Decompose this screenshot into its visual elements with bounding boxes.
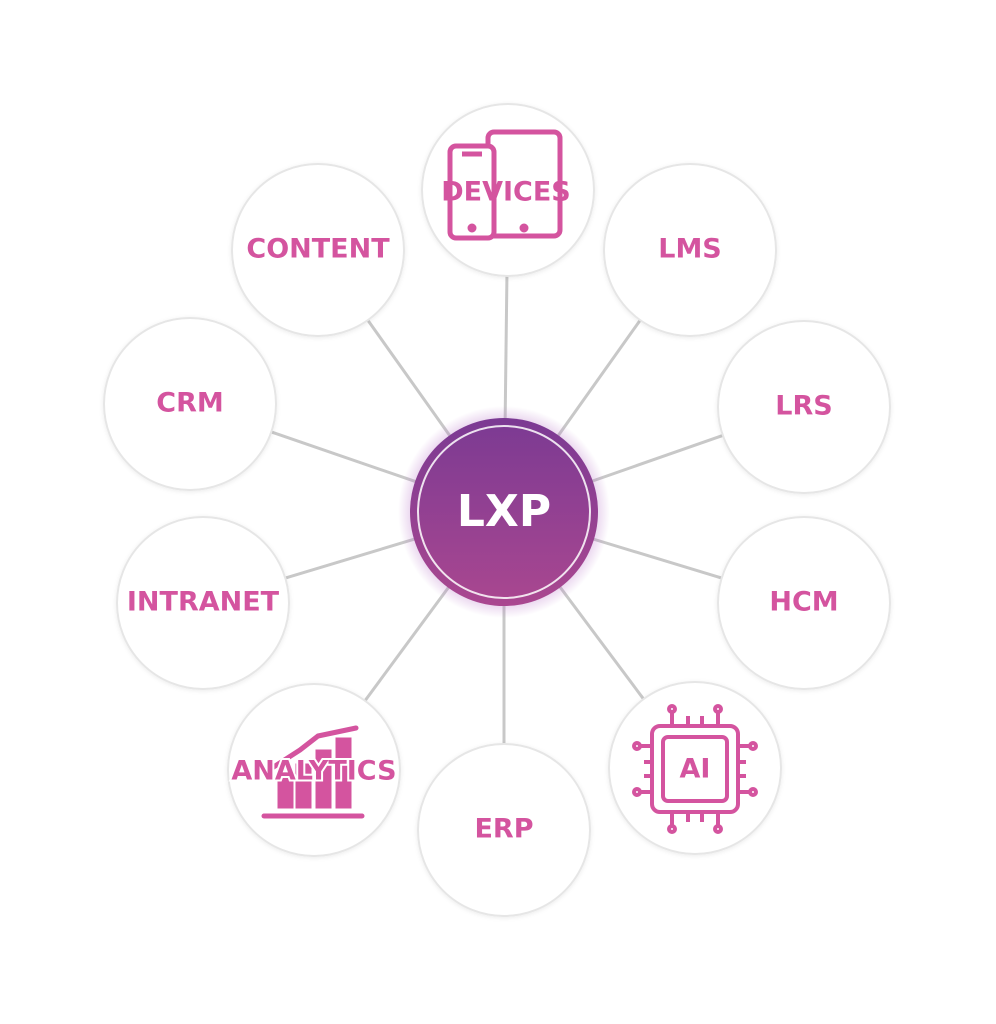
- connector-line: [588, 433, 724, 484]
- node-label: ERP: [474, 814, 533, 845]
- node-devices[interactable]: DEVICES: [421, 103, 595, 277]
- node-content[interactable]: CONTENT: [231, 163, 405, 337]
- node-ai[interactable]: AI: [608, 681, 782, 855]
- hub-label: LXP: [457, 486, 551, 537]
- connector-lines: [270, 275, 724, 744]
- node-label: LMS: [658, 234, 722, 265]
- node-lms[interactable]: LMS: [603, 163, 777, 337]
- node-intranet[interactable]: INTRANET: [116, 516, 290, 690]
- node-label: INTRANET: [127, 587, 280, 618]
- node-label: CRM: [156, 388, 223, 419]
- connector-line: [366, 319, 454, 440]
- connector-line: [503, 275, 509, 423]
- node-label: AI: [680, 754, 711, 785]
- node-erp[interactable]: ERP: [417, 743, 591, 917]
- connector-line: [589, 536, 723, 580]
- connector-line: [556, 583, 645, 700]
- hub-circle: [410, 418, 598, 606]
- analytics-chart-icon: [261, 725, 365, 819]
- node-lrs[interactable]: LRS: [717, 320, 891, 494]
- node-hcm[interactable]: HCM: [717, 516, 891, 690]
- devices-icon: [447, 129, 563, 241]
- node-label: HCM: [769, 587, 838, 618]
- node-label: ANALYTICS: [231, 756, 396, 787]
- connector-line: [270, 430, 420, 485]
- connector-line: [284, 536, 419, 580]
- hub-inner-ring: [417, 425, 591, 599]
- connector-line: [554, 319, 642, 440]
- node-crm[interactable]: CRM: [103, 317, 277, 491]
- hub-lxp[interactable]: LXP: [398, 406, 610, 618]
- node-label: DEVICES: [441, 177, 571, 208]
- connector-line: [363, 583, 452, 702]
- node-label: CONTENT: [246, 234, 390, 265]
- node-analytics[interactable]: ANALYTICS: [227, 683, 401, 857]
- ai-chip-icon: [632, 704, 758, 834]
- node-label: LRS: [775, 391, 832, 422]
